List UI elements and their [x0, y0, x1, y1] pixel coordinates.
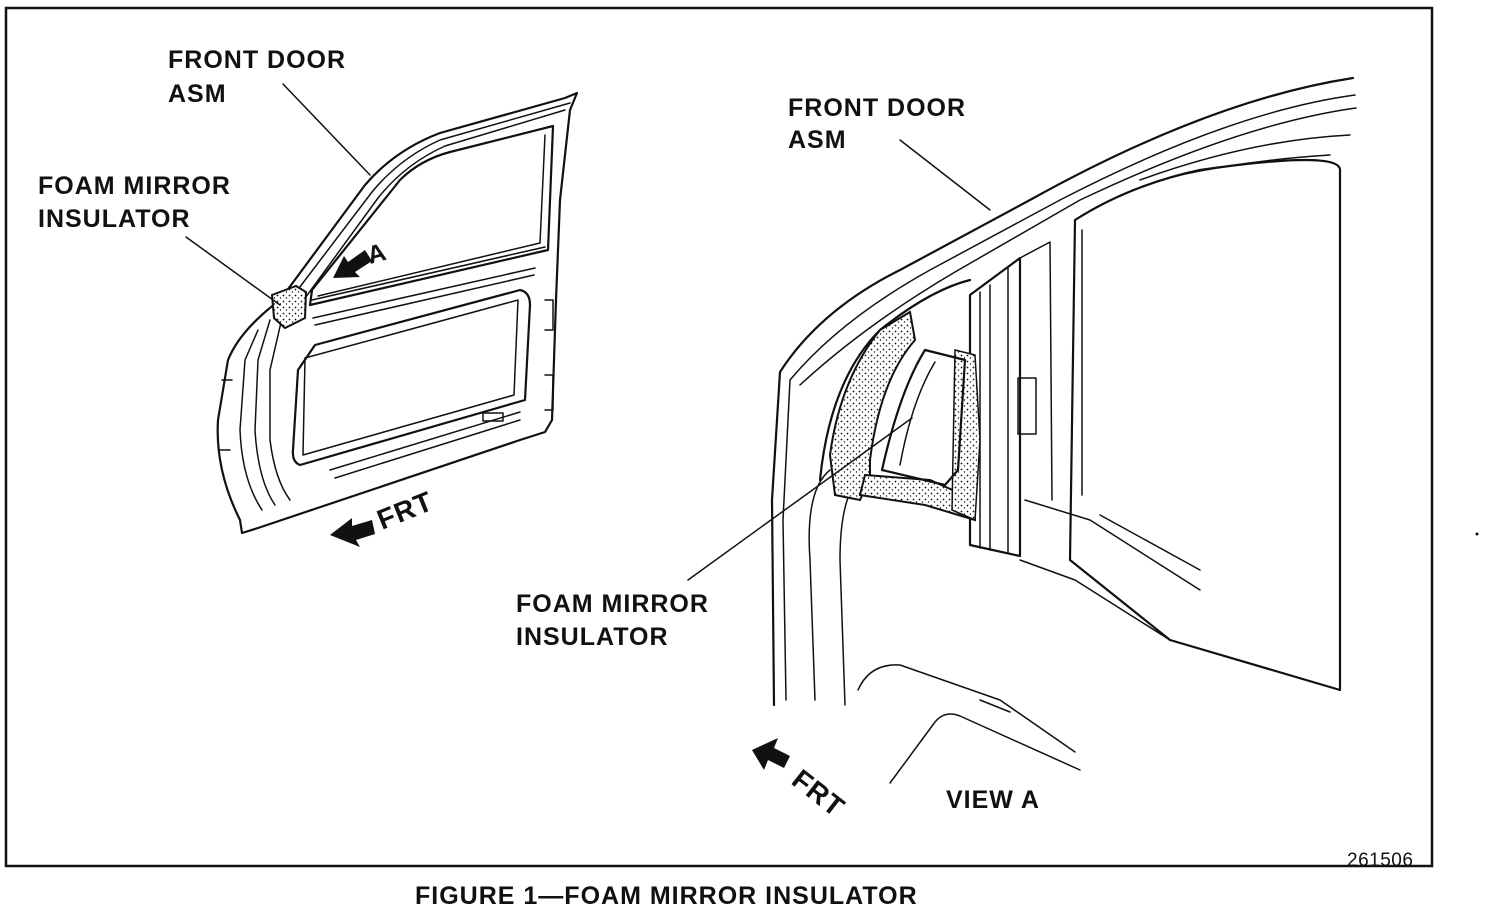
right-insulator-label-line2: INSULATOR — [516, 623, 669, 651]
figure-number: 261506 — [1347, 850, 1413, 871]
left-frt-arrow — [330, 518, 375, 547]
right-insulator-foam — [828, 310, 917, 502]
left-insulator-label-line1: FOAM MIRROR — [38, 172, 231, 200]
edge-dot — [1475, 532, 1479, 536]
view-a-arrow — [333, 250, 372, 278]
right-view-a-illustration — [687, 76, 1357, 784]
left-door-label-line2: ASM — [168, 80, 227, 108]
right-door-label-line2: ASM — [788, 126, 847, 154]
figure-border — [4, 6, 1434, 868]
right-door-label-line1: FRONT DOOR — [788, 94, 966, 122]
figure-caption: FIGURE 1—FOAM MIRROR INSULATOR — [415, 882, 918, 910]
view-a-title: VIEW A — [946, 786, 1040, 814]
view-a-marker: A — [364, 238, 390, 270]
left-insulator-block — [270, 284, 308, 330]
left-door-illustration — [185, 83, 579, 547]
right-frt-label: FRT — [786, 763, 850, 823]
left-insulator-label-line2: INSULATOR — [38, 205, 191, 233]
right-insulator-label-line1: FOAM MIRROR — [516, 590, 709, 618]
left-door-label-line1: FRONT DOOR — [168, 46, 346, 74]
left-frt-label: FRT — [373, 485, 438, 535]
right-frt-arrow — [752, 738, 790, 770]
